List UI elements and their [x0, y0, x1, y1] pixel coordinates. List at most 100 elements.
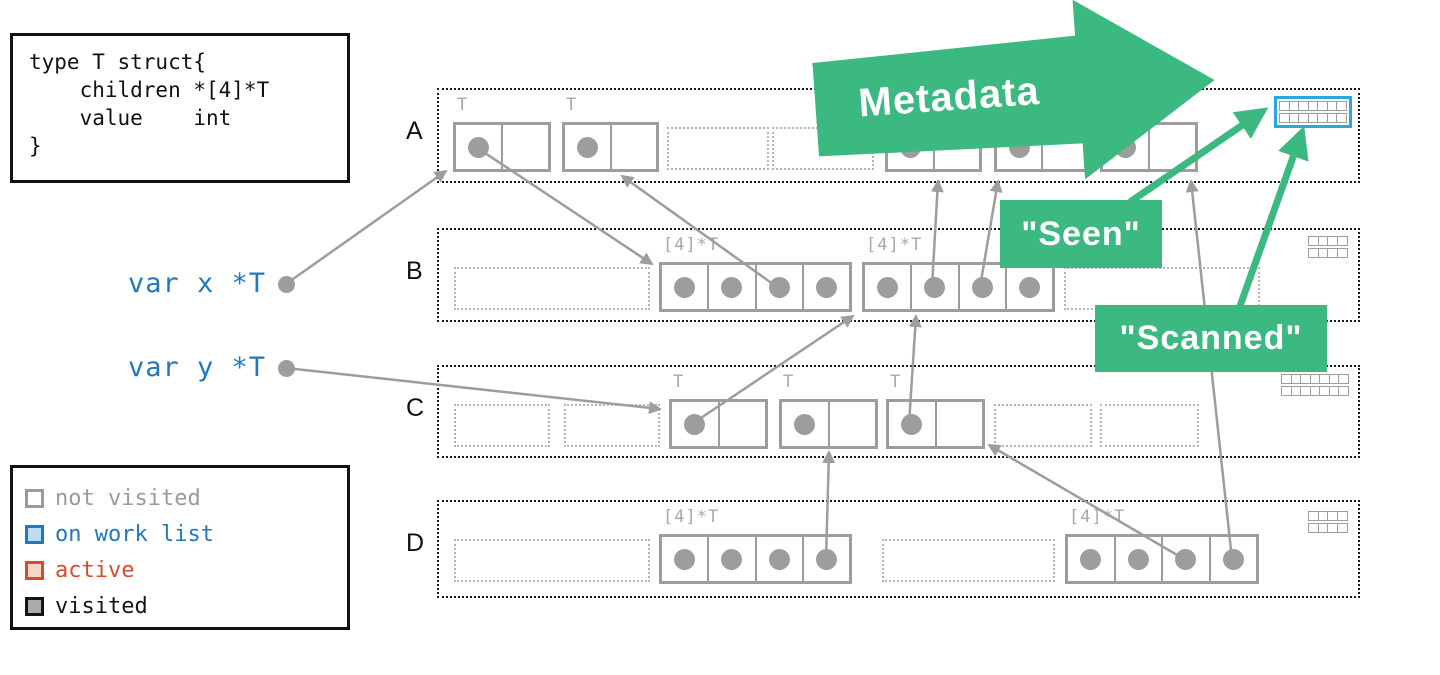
heap-row-D: D[4]*T[4]*T	[406, 500, 1360, 598]
pointer-dot	[815, 276, 837, 298]
pointer-dot	[1222, 548, 1244, 570]
legend-item-label: active	[55, 557, 135, 583]
seen-tag: "Seen"	[1000, 200, 1162, 268]
pointer-dot	[721, 276, 743, 298]
object-type-label: T	[890, 372, 902, 392]
free-slot	[1100, 404, 1199, 447]
code-line: type T struct{	[29, 50, 207, 74]
metadata-grid	[1281, 374, 1349, 396]
heap-object	[659, 534, 852, 584]
object-cell	[827, 402, 876, 446]
metadata-grid-cell	[1336, 236, 1348, 246]
object-cell	[456, 125, 501, 169]
object-cell	[672, 402, 718, 446]
free-slot	[564, 404, 660, 447]
pointer-dot	[576, 136, 598, 158]
object-cell	[1041, 125, 1087, 169]
metadata-grid-row	[1281, 386, 1349, 396]
object-cell	[1148, 125, 1195, 169]
var-x-label: var x *T	[128, 268, 267, 299]
pointer-dot	[674, 276, 696, 298]
pointer-dot	[674, 548, 696, 570]
heap-object	[669, 399, 768, 449]
legend-swatch-icon	[25, 560, 44, 580]
object-cell	[865, 265, 910, 309]
pointer-dot	[1127, 548, 1149, 570]
metadata-grid	[1308, 236, 1348, 258]
pointer-dot	[1080, 548, 1102, 570]
legend-item: on work list	[25, 516, 347, 552]
legend-item: active	[25, 552, 347, 588]
free-slot	[994, 404, 1092, 447]
legend-box: not visited on work list active visited	[10, 465, 350, 630]
pointer-dot	[1175, 548, 1197, 570]
object-cell	[501, 125, 548, 169]
object-type-label: T	[673, 372, 685, 392]
metadata-grid-cell	[1336, 113, 1347, 123]
free-slot	[454, 267, 650, 310]
free-slot	[667, 127, 769, 170]
metadata-grid-row	[1308, 511, 1348, 521]
object-type-label: T	[566, 95, 578, 115]
code-line: }	[29, 134, 42, 158]
metadata-grid-row	[1308, 248, 1348, 258]
heap-object	[862, 262, 1055, 312]
metadata-banner-label: Metadata	[857, 68, 1042, 126]
free-slot	[1064, 267, 1260, 310]
code-line: children *[4]*T	[29, 78, 270, 102]
object-cell	[717, 402, 766, 446]
var-x-pointer-dot	[278, 276, 295, 293]
heap-object	[1065, 534, 1259, 584]
object-cell	[707, 537, 754, 581]
object-cell	[1208, 537, 1257, 581]
pointer-dot	[768, 276, 790, 298]
pointer-dot	[768, 548, 790, 570]
legend-item-label: visited	[55, 593, 148, 619]
object-cell	[782, 402, 828, 446]
var-y-pointer-dot	[278, 360, 295, 377]
heap-row-letter-D: D	[406, 529, 425, 557]
object-cell	[957, 265, 1005, 309]
pointer-dot	[721, 548, 743, 570]
pointer-dot	[684, 413, 706, 435]
object-cell	[707, 265, 754, 309]
var-y-label: var y *T	[128, 352, 267, 383]
object-cell	[565, 125, 610, 169]
heap-object	[659, 262, 852, 312]
object-cell	[1161, 537, 1209, 581]
metadata-grid-row	[1281, 374, 1349, 384]
legend-item: not visited	[25, 480, 347, 516]
pointer-dot	[901, 413, 923, 435]
metadata-grid	[1308, 511, 1348, 533]
legend-swatch-icon	[25, 488, 44, 508]
metadata-grid-cell	[1336, 101, 1347, 111]
metadata-grid-cell	[1338, 386, 1349, 396]
legend-item-label: on work list	[55, 521, 214, 547]
metadata-grid-row	[1308, 236, 1348, 246]
legend-swatch-icon	[25, 596, 44, 616]
pointer-dot	[1018, 276, 1040, 298]
object-type-label: T	[783, 372, 795, 392]
code-line: value int	[29, 106, 232, 130]
scanned-tag: "Scanned"	[1095, 305, 1327, 372]
object-cell	[609, 125, 657, 169]
metadata-grid-cell	[1336, 248, 1348, 258]
pointer-dot	[877, 276, 899, 298]
object-cell	[1004, 265, 1052, 309]
heap-object	[779, 399, 878, 449]
heap-row-letter-B: B	[406, 257, 423, 285]
metadata-grid-row	[1308, 523, 1348, 533]
struct-definition-box: type T struct{ children *[4]*T value int…	[10, 33, 350, 183]
free-slot	[882, 539, 1055, 582]
heap-row-letter-A: A	[406, 117, 423, 145]
metadata-grid-worklist	[1274, 96, 1352, 128]
object-type-label: [4]*T	[866, 235, 923, 255]
object-cell	[662, 537, 707, 581]
object-cell	[801, 537, 849, 581]
object-type-label: [4]*T	[663, 507, 720, 527]
object-cell	[1068, 537, 1114, 581]
legend-item-label: not visited	[55, 485, 201, 511]
heap-object	[886, 399, 985, 449]
object-type-label: [4]*T	[663, 235, 720, 255]
metadata-grid-cell	[1336, 511, 1348, 521]
